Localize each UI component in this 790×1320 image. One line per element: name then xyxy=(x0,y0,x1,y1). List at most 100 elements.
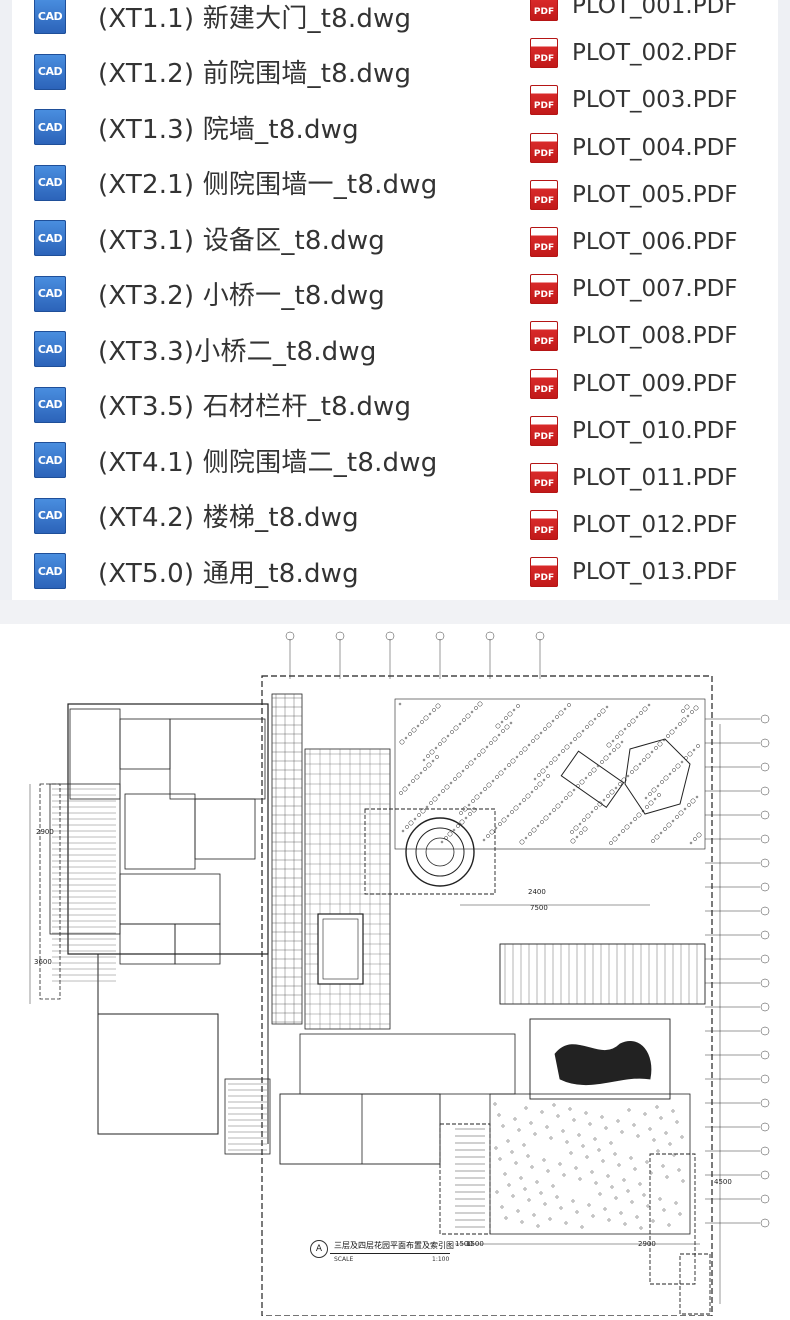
gravel-dot xyxy=(597,1148,601,1152)
panel-left-border xyxy=(0,0,12,600)
rock-dot xyxy=(651,839,655,843)
rock-dot xyxy=(519,751,523,755)
rock-dot xyxy=(575,835,579,839)
rock-dot xyxy=(683,807,687,811)
gravel-dot xyxy=(561,1129,565,1133)
rock-dot xyxy=(501,817,507,823)
rock-dot xyxy=(528,832,532,836)
gravel-dot xyxy=(519,1176,523,1180)
rock-dot xyxy=(645,805,649,809)
rock-dot xyxy=(450,730,454,734)
gravel-dot xyxy=(526,1154,530,1158)
rock-dot xyxy=(582,826,588,832)
rock-dot xyxy=(633,817,637,821)
cad-file-icon: CAD xyxy=(34,275,66,312)
rock-dot xyxy=(600,760,604,764)
rock-dot xyxy=(605,705,609,709)
rock-dot xyxy=(543,815,549,821)
rock-dot xyxy=(608,752,612,756)
cad-file-item[interactable]: CAD(XT3.2) 小桥一_t8.dwg xyxy=(34,274,385,314)
gravel-dot xyxy=(648,1127,652,1131)
gravel-dot xyxy=(638,1182,642,1186)
gravel-dot xyxy=(565,1140,569,1144)
cad-file-name: (XT4.2) 楼梯_t8.dwg xyxy=(98,503,359,533)
rock-dot xyxy=(579,831,583,835)
gravel-dot xyxy=(558,1162,562,1166)
rock-dot xyxy=(657,741,663,747)
rock-dot xyxy=(485,745,489,749)
rock-dot xyxy=(435,755,439,759)
gravel-dot xyxy=(556,1114,560,1118)
rock-dot xyxy=(624,824,630,830)
index-bubble xyxy=(760,1098,770,1108)
rock-dot xyxy=(446,734,450,738)
rock-dot xyxy=(549,761,553,765)
gravel-dot xyxy=(559,1206,563,1210)
gravel-dot xyxy=(656,1149,660,1153)
rock-dot xyxy=(452,828,456,832)
rock-dot xyxy=(630,718,636,724)
cad-file-item[interactable]: CAD(XT3.5) 石材栏杆_t8.dwg xyxy=(34,385,411,425)
rock-dot xyxy=(456,824,460,828)
rock-dot xyxy=(612,836,618,842)
gravel-dot xyxy=(511,1194,515,1198)
gravel-dot xyxy=(504,1216,508,1220)
cad-file-item[interactable]: CAD(XT1.3) 院墙_t8.dwg xyxy=(34,107,359,147)
rock-dot xyxy=(420,720,424,724)
gravel-dot xyxy=(568,1107,572,1111)
cad-file-item[interactable]: CAD(XT1.2) 前院围墙_t8.dwg xyxy=(34,52,411,92)
pdf-file-icon: PDF xyxy=(530,415,558,446)
gravel-dot xyxy=(642,1193,646,1197)
cad-file-item[interactable]: CAD(XT2.1) 侧院围墙一_t8.dwg xyxy=(34,163,437,203)
gravel-dot xyxy=(636,1134,640,1138)
rock-dot xyxy=(522,798,526,802)
rock-dot xyxy=(678,722,682,726)
rock-dot xyxy=(651,787,657,793)
cad-file-item[interactable]: CAD(XT3.1) 设备区_t8.dwg xyxy=(34,218,385,258)
rock-dot xyxy=(428,712,432,716)
rock-dot xyxy=(512,708,516,712)
cad-file-name: (XT4.1) 侧院围墙二_t8.dwg xyxy=(98,447,438,478)
cad-file-item[interactable]: CAD(XT4.1) 侧院围墙二_t8.dwg xyxy=(34,440,437,480)
rock-dot xyxy=(582,818,586,822)
rock-dot xyxy=(408,732,412,736)
rock-dot xyxy=(627,723,631,727)
rock-dot xyxy=(507,711,513,717)
rock-dot xyxy=(435,703,441,709)
rock-dot xyxy=(465,765,469,769)
cad-file-item[interactable]: CAD(XT5.0) 通用_t8.dwg xyxy=(34,551,359,591)
rock-dot xyxy=(473,757,477,761)
index-bubble xyxy=(760,1002,770,1012)
corner-zone xyxy=(679,1253,711,1315)
gravel-dot xyxy=(529,1121,533,1125)
gravel-dot xyxy=(652,1138,656,1142)
rock-dot xyxy=(645,753,651,759)
room-outline xyxy=(119,718,171,770)
cad-file-item[interactable]: CAD (XT4.2) 楼梯_t8.dwg xyxy=(34,496,359,536)
rock-dot xyxy=(513,805,519,811)
cad-file-item[interactable]: CAD(XT3.3)小桥二_t8.dwg xyxy=(34,329,377,369)
index-bubble xyxy=(760,1194,770,1204)
gravel-dot xyxy=(510,1150,514,1154)
pdf-file-icon: PDF xyxy=(530,132,558,163)
cad-file-item[interactable]: CAD(XT1.1) 新建大门_t8.dwg xyxy=(34,0,411,36)
rock-dot xyxy=(584,776,588,780)
cad-file-icon: CAD xyxy=(34,109,66,145)
rock-dot xyxy=(689,841,693,845)
cad-file-icon: CAD xyxy=(34,497,66,534)
rock-dot xyxy=(539,731,543,735)
